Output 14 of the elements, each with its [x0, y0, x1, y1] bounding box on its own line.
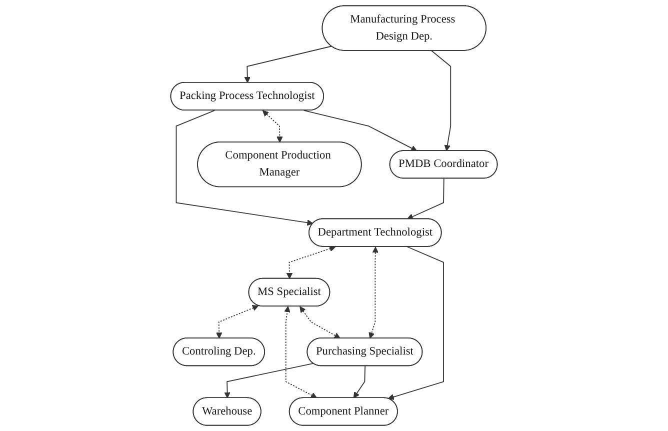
arrow	[368, 246, 378, 339]
arrow	[244, 46, 332, 83]
arrow	[216, 305, 259, 339]
arrow	[303, 110, 418, 152]
arrow	[353, 366, 366, 398]
arrow	[262, 110, 283, 143]
arrow	[431, 50, 452, 152]
arrow	[300, 306, 340, 339]
arrow	[406, 178, 444, 220]
arrow	[224, 362, 314, 398]
arrow	[286, 246, 336, 279]
arrow	[176, 110, 314, 226]
arrow	[388, 246, 444, 400]
arrow	[284, 306, 318, 398]
